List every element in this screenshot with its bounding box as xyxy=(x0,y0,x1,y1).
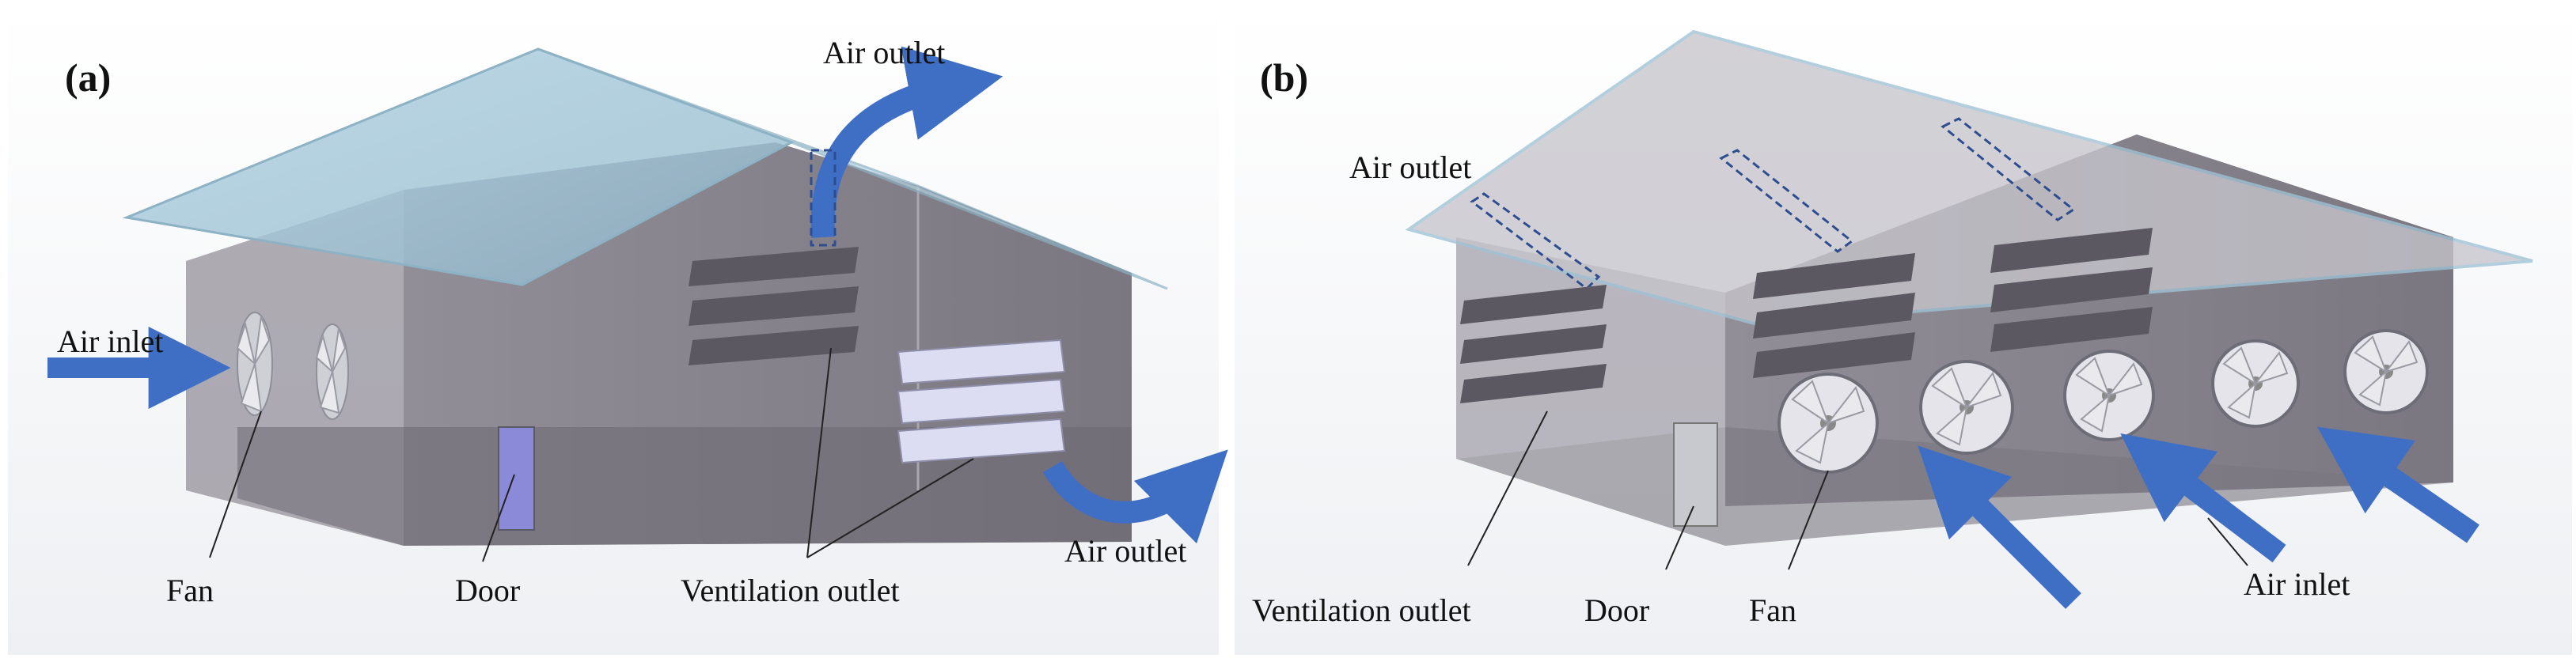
panel-a-vent-leader-2 xyxy=(806,458,974,558)
panel-a-fan-1 xyxy=(236,312,273,416)
panel-a-air-outlet-top-label: Air outlet xyxy=(823,35,945,70)
panel-a-lower-louvers xyxy=(897,339,1066,464)
panel-a-upper-louvers xyxy=(689,247,859,365)
panel-b-fan-2 xyxy=(1919,360,2014,455)
panel-a-door-label: Door xyxy=(455,573,520,608)
panel-b-fan-4 xyxy=(2211,339,2300,428)
panel-b-roof-dashed-arrows xyxy=(1470,117,2076,290)
panel-b-vent-leader xyxy=(1467,410,1548,566)
panel-b-inlet-arrow-2 xyxy=(2120,433,2286,563)
panel-b-door-leader xyxy=(1665,505,1694,570)
panel-b-air-inlet-label: Air inlet xyxy=(2244,566,2350,602)
panel-a-fan-2 xyxy=(315,323,349,420)
panel-b-door xyxy=(1673,422,1718,527)
panel-b-label: (b) xyxy=(1260,55,1308,100)
panel-a-door xyxy=(498,426,535,531)
panel-b-fan-label: Fan xyxy=(1749,592,1796,628)
panel-a-vent-leader-1 xyxy=(806,347,832,558)
panel-b-inlet-arrow-1 xyxy=(1918,445,2081,609)
panel-b-inlet-leader xyxy=(2207,517,2248,566)
panel-a: (a) Air outlet Air inlet Air outlet Fan … xyxy=(8,6,1228,655)
panel-a-air-outlet-top-arrow xyxy=(810,46,1003,238)
panel-b-louvers-middle xyxy=(1753,253,1915,378)
panel-b-louvers-right xyxy=(1990,228,2153,352)
panel-b-roof xyxy=(1405,29,2533,327)
panel-b-fan-3 xyxy=(2063,350,2155,441)
panel-a-ventilation-outlet-label: Ventilation outlet xyxy=(681,573,900,608)
panel-b-fan-leader xyxy=(1788,470,1829,570)
panel-a-air-inlet-label: Air inlet xyxy=(57,323,163,359)
panel-b-ventilation-outlet-label: Ventilation outlet xyxy=(1252,592,1471,628)
panel-a-fan-leader xyxy=(209,410,262,558)
panel-a-air-outlet-bottom-arrow xyxy=(1042,449,1228,544)
panel-b-inlet-arrow-3 xyxy=(2317,426,2479,543)
panel-a-air-outlet-bottom-label: Air outlet xyxy=(1064,533,1186,569)
panel-b-door-label: Door xyxy=(1584,592,1649,628)
panel-a-fan-label: Fan xyxy=(166,573,214,608)
panel-b-air-outlet-label: Air outlet xyxy=(1349,149,1471,185)
panel-a-door-leader xyxy=(482,474,515,562)
panel-b-fan-1 xyxy=(1777,373,1879,474)
panel-a-roof-right xyxy=(537,47,1168,290)
panel-b: (b) Air outlet Ventilation outlet Door F… xyxy=(1235,6,2572,655)
panel-b-fan-5 xyxy=(2343,329,2429,414)
panel-a-label: (a) xyxy=(65,55,111,100)
panel-b-louvers-left xyxy=(1460,285,1607,403)
panel-a-dashed-flow xyxy=(810,149,837,247)
